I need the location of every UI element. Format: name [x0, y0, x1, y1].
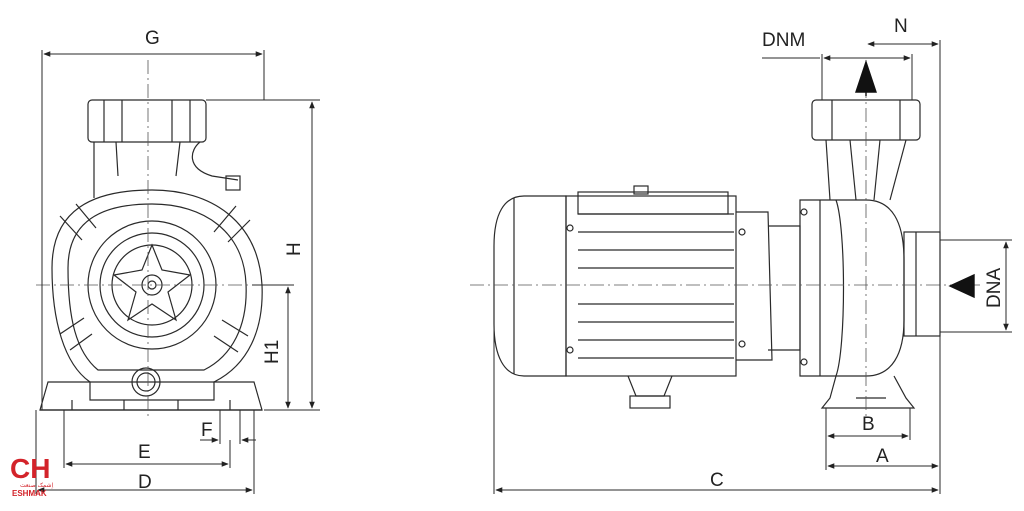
label-f: F — [201, 420, 213, 441]
label-g: G — [145, 28, 160, 49]
discharge-flow-arrow — [855, 59, 877, 93]
label-d: D — [138, 472, 152, 493]
label-b: B — [862, 414, 875, 435]
side-pump-casing — [799, 199, 905, 377]
flow-arrows — [855, 59, 975, 299]
label-h: H — [284, 242, 305, 256]
side-dimensions — [493, 40, 1012, 494]
logo-mark: CH — [10, 453, 50, 484]
motor-foot — [627, 375, 673, 397]
label-e: E — [138, 442, 151, 463]
motor-cooling-fins — [578, 213, 734, 359]
pump-foot — [820, 375, 916, 409]
pump-bracket — [736, 211, 773, 361]
terminal-box — [577, 191, 729, 215]
motor-fan-cover — [493, 195, 567, 377]
label-n: N — [894, 16, 908, 37]
front-discharge-flange — [87, 99, 207, 143]
side-centerlines — [470, 60, 980, 420]
logo-persian-text: اِشمک صنعت — [20, 482, 54, 489]
label-dna: DNA — [984, 268, 1005, 308]
side-view — [493, 99, 941, 409]
suction-flow-arrow — [948, 273, 975, 299]
front-impeller-vanes — [112, 243, 192, 322]
front-base-feet — [39, 381, 263, 411]
label-a: A — [876, 446, 889, 467]
suction-nozzle — [903, 231, 941, 337]
front-view — [39, 99, 263, 411]
motor-body — [565, 195, 737, 377]
label-dnm: DNM — [762, 30, 805, 51]
front-drain-plug — [131, 367, 161, 397]
label-c: C — [710, 470, 724, 491]
logo-wordmark: ESHMAK — [12, 489, 47, 498]
front-dimensions — [35, 50, 320, 494]
eshmak-logo: CH اِشمک صنعت ESHMAK — [10, 453, 54, 498]
label-h1: H1 — [262, 340, 283, 364]
front-centerlines — [36, 60, 272, 420]
